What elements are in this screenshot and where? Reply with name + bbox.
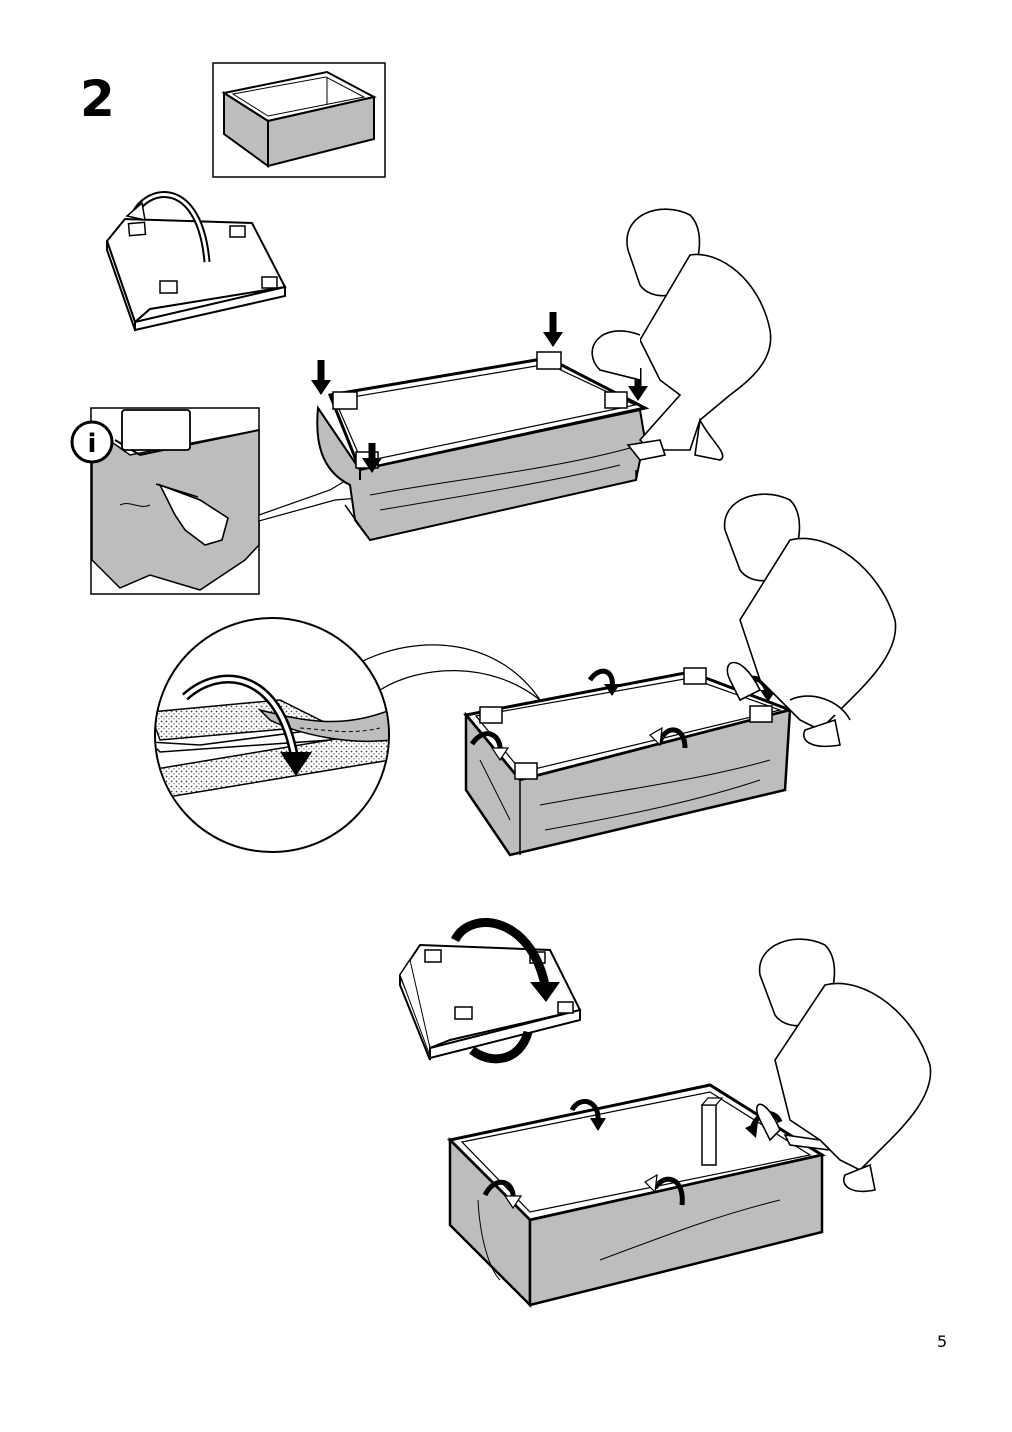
sofa-cover-step-a — [311, 312, 650, 542]
page-number: 5 — [937, 1332, 948, 1351]
fabric-fold-detail — [154, 617, 541, 853]
info-symbol: i — [88, 429, 97, 459]
person-figure-1 — [591, 208, 772, 461]
info-icon: i — [70, 420, 114, 464]
box-frame-thumbnail — [212, 62, 386, 178]
flip-arrow-icon — [450, 918, 550, 987]
info-detail-panel: i — [70, 407, 361, 595]
person-figure-2 — [723, 493, 897, 748]
flip-box-top — [105, 191, 287, 332]
step-number: 2 — [80, 70, 115, 128]
flip-box-bottom — [398, 918, 582, 1064]
person-figure-3 — [755, 938, 932, 1193]
sofa-cover-step-c — [446, 1083, 826, 1309]
pointing-hand-icon — [158, 483, 229, 546]
sofa-cover-step-b — [463, 667, 795, 857]
